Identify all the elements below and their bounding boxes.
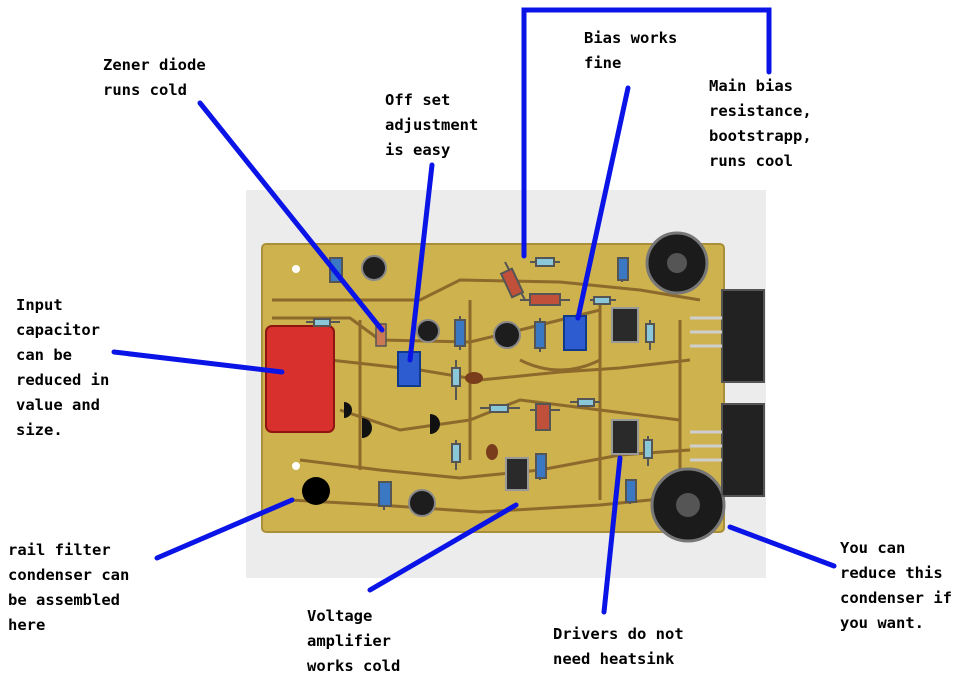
annotation-line: value and <box>16 396 100 414</box>
rail-filter-position <box>302 477 330 505</box>
electrolytic-cap <box>361 255 387 281</box>
annotation-line: here <box>8 616 46 634</box>
annotation-line: adjustment <box>385 116 479 134</box>
voltage-amplifier-annotation: Voltage amplifier works cold <box>307 604 400 679</box>
electrolytic-cap <box>416 319 440 343</box>
annotation-line: size. <box>16 421 63 439</box>
mount-hole <box>292 462 300 470</box>
ceramic-cap <box>465 372 483 384</box>
main-bias-annotation: Main bias resistance, bootstrapp, runs c… <box>709 74 812 174</box>
annotation-line: runs cold <box>103 81 187 99</box>
annotation-line: resistance, <box>709 102 812 120</box>
annotation-line: need heatsink <box>553 650 675 668</box>
annotation-line: be assembled <box>8 591 120 609</box>
annotation-line: reduced in <box>16 371 110 389</box>
ceramic-cap <box>486 444 498 460</box>
annotation-line: fine <box>584 54 622 72</box>
electrolytic-cap <box>408 489 436 517</box>
annotation-line: Drivers do not <box>553 625 684 643</box>
annotation-line: Voltage <box>307 607 373 625</box>
annotation-line: amplifier <box>307 632 391 650</box>
bias-works-annotation: Bias works fine <box>584 26 677 76</box>
annotation-line: is easy <box>385 141 451 159</box>
electrolytic-cap <box>493 321 521 349</box>
annotation-line: Bias works <box>584 29 678 47</box>
annotation-line: you want. <box>840 614 924 632</box>
annotation-line: bootstrapp, <box>709 127 812 145</box>
input-capacitor <box>265 325 335 433</box>
drivers-annotation: Drivers do not need heatsink <box>553 622 684 672</box>
offset-adjustment-annotation: Off set adjustment is easy <box>385 88 478 163</box>
bias-trimmer <box>563 315 587 351</box>
driver-transistor <box>611 419 639 455</box>
small-transistor <box>362 418 372 438</box>
annotation-line: You can <box>840 539 906 557</box>
driver-transistor <box>611 307 639 343</box>
rail-filter-annotation: rail filter condenser can be assembled h… <box>8 538 129 638</box>
small-transistor <box>430 414 440 434</box>
zener-diode <box>375 323 387 347</box>
small-transistor <box>344 402 352 418</box>
annotation-line: Off set <box>385 91 451 109</box>
annotation-line: reduce this <box>840 564 943 582</box>
annotation-line: works cold <box>307 657 401 675</box>
annotation-line: can be <box>16 346 72 364</box>
output-transistor <box>721 289 765 383</box>
output-transistor <box>721 403 765 497</box>
input-capacitor-annotation: Input capacitor can be reduced in value … <box>16 293 109 443</box>
reduce-condenser-annotation: You can reduce this condenser if you wan… <box>840 536 952 636</box>
annotation-line: Input <box>16 296 63 314</box>
annotation-line: condenser if <box>840 589 952 607</box>
mount-hole <box>292 265 300 273</box>
annotation-line: Main bias <box>709 77 793 95</box>
annotation-line: runs cool <box>709 152 793 170</box>
zener-diode-annotation: Zener diode runs cold <box>103 53 206 103</box>
annotation-line: condenser can <box>8 566 130 584</box>
annotation-line: capacitor <box>16 321 100 339</box>
vas-transistor <box>505 457 529 491</box>
annotation-line: Zener diode <box>103 56 206 74</box>
offset-trimmer <box>397 351 421 387</box>
annotation-line: rail filter <box>8 541 111 559</box>
